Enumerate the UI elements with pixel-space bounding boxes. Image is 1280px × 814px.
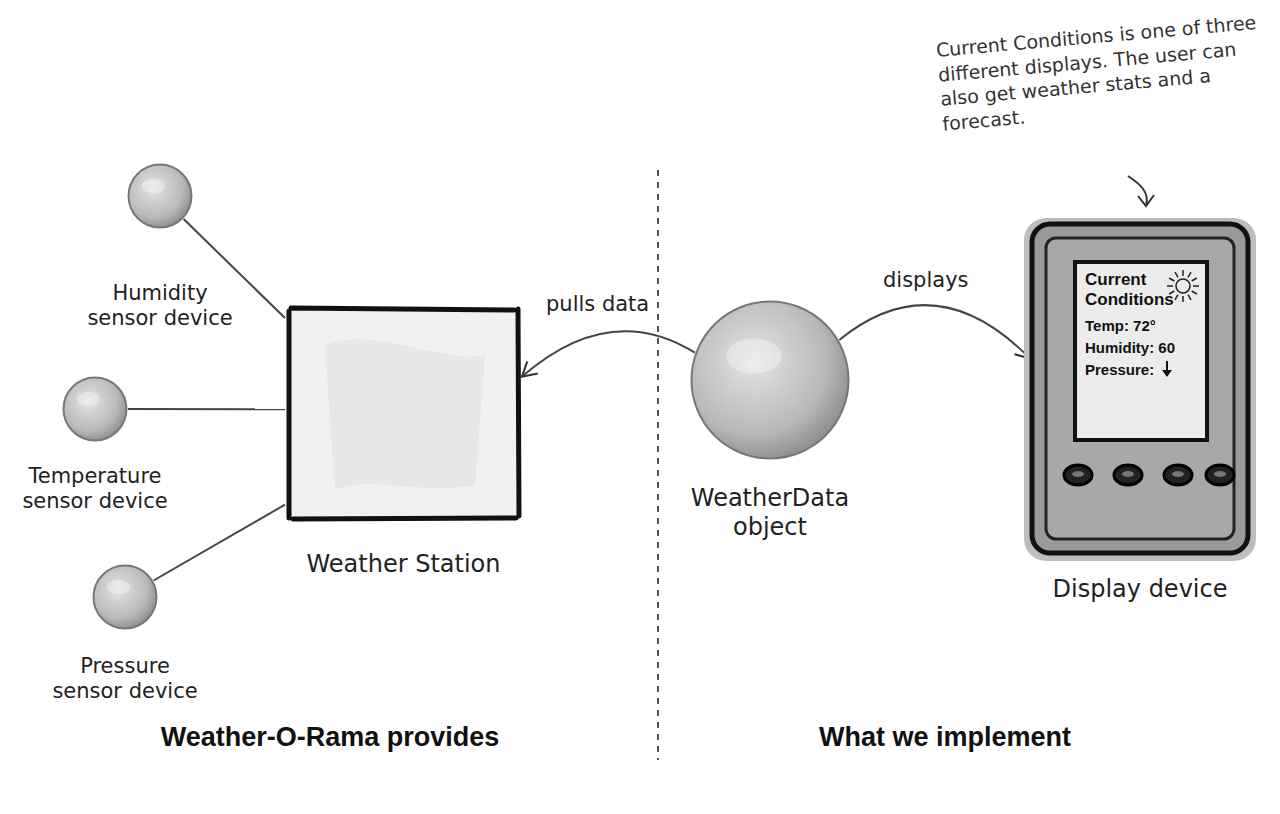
device-button	[1206, 465, 1234, 485]
weatherdata-circle: WeatherData object	[690, 300, 850, 460]
node-label: Display device	[1020, 575, 1260, 604]
sphere	[64, 378, 127, 441]
connector-line	[154, 505, 285, 581]
edge-label: pulls data	[543, 292, 652, 316]
node-shape	[127, 163, 193, 229]
node-label: Weather Station	[274, 550, 534, 579]
arrowhead	[522, 361, 538, 376]
callout-note: Current Conditions is one of three diffe…	[935, 10, 1267, 137]
node-label: Temperature sensor device	[10, 464, 180, 514]
callout-arrowhead	[1138, 195, 1154, 206]
screen-row: Humidity: 60	[1085, 337, 1199, 359]
connector-line	[128, 408, 285, 410]
weather-station-box: Weather Station	[285, 305, 522, 522]
button-shine	[1122, 471, 1134, 477]
divider-line	[657, 170, 659, 760]
connector	[128, 409, 285, 410]
sensor-circle: Pressure sensor device	[92, 564, 158, 630]
button-shine	[1172, 471, 1184, 477]
connector-line	[522, 331, 695, 376]
sun-ray	[1169, 278, 1174, 281]
device-button	[1064, 465, 1092, 485]
connector	[839, 305, 1030, 358]
sun-ray	[1188, 295, 1191, 300]
sun-ray	[1182, 270, 1184, 276]
station-fill	[288, 308, 519, 519]
sun-ray	[1192, 291, 1197, 294]
screen-face	[1075, 262, 1207, 440]
sphere	[129, 165, 192, 228]
sun-ray	[1188, 272, 1191, 277]
node-shape	[690, 300, 850, 460]
node-shape	[92, 564, 158, 630]
device-button	[1164, 465, 1192, 485]
node-shape	[285, 305, 522, 522]
sensor-circle: Humidity sensor device	[127, 163, 193, 229]
sun-ray	[1192, 278, 1197, 281]
reading-text: Temp: 72°	[1085, 315, 1156, 337]
sphere-highlight	[107, 580, 130, 595]
sun-icon	[1176, 279, 1190, 293]
sphere	[692, 302, 849, 459]
sun-ray	[1167, 285, 1173, 287]
button-shine	[1214, 471, 1226, 477]
node-label: WeatherData object	[680, 484, 860, 542]
pressure-down-arrow	[1160, 360, 1174, 378]
screen-row: Pressure:	[1085, 359, 1199, 381]
node-label: Humidity sensor device	[85, 281, 235, 331]
connector-line	[839, 305, 1030, 358]
sun-ray	[1193, 285, 1199, 287]
reading-text: Humidity: 60	[1085, 337, 1175, 359]
display-screen: Current ConditionsTemp: 72°Humidity: 60P…	[1075, 262, 1207, 440]
screen-text: Current ConditionsTemp: 72°Humidity: 60P…	[1075, 262, 1207, 386]
device-button	[1114, 465, 1142, 485]
screen-row: Temp: 72°	[1085, 315, 1199, 337]
button-shine	[1072, 471, 1084, 477]
device-shadow	[1024, 218, 1256, 561]
sun-ray	[1182, 296, 1184, 302]
reading-text: Pressure:	[1085, 359, 1154, 381]
display-device: Display deviceCurrent ConditionsTemp: 72…	[1030, 222, 1250, 555]
sphere-highlight	[726, 338, 782, 373]
sun-ray	[1175, 272, 1178, 277]
connector	[522, 331, 695, 376]
node-shape	[62, 376, 128, 442]
section-heading: What we implement	[745, 722, 1145, 753]
sphere	[94, 566, 157, 629]
station-shade	[325, 339, 485, 490]
callout-leader	[1128, 176, 1147, 206]
sphere-highlight	[142, 179, 165, 194]
device-body	[1032, 224, 1248, 553]
station-border	[289, 308, 519, 519]
arrow-head	[1162, 370, 1172, 377]
screen-heading-row: Current Conditions	[1085, 270, 1199, 315]
sphere-highlight	[77, 392, 100, 407]
sensor-circle: Temperature sensor device	[62, 376, 128, 442]
screen-heading: Current Conditions	[1085, 270, 1177, 309]
sun-ray	[1175, 295, 1178, 300]
connector	[154, 505, 285, 581]
node-label: Pressure sensor device	[50, 654, 200, 704]
section-heading: Weather-O-Rama provides	[120, 722, 540, 753]
edge-label: displays	[880, 268, 972, 292]
device-inner	[1046, 238, 1234, 539]
